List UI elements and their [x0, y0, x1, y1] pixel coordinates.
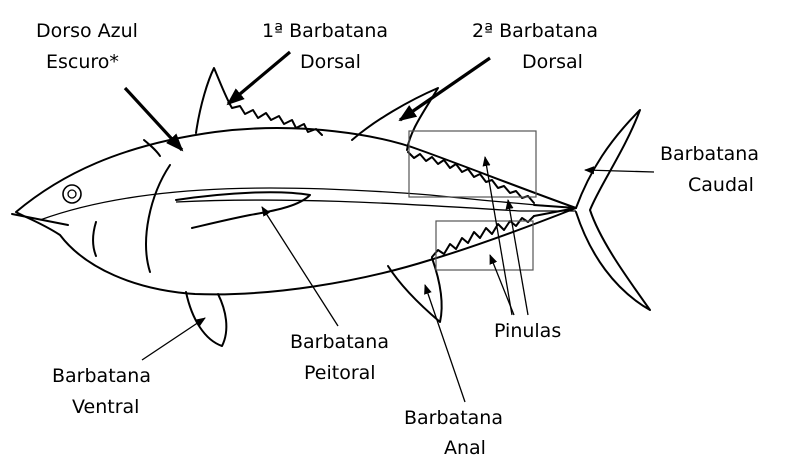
fish-cheek-line	[93, 222, 96, 256]
labels: Dorso Azul Escuro* 1ª Barbatana Dorsal 2…	[36, 20, 759, 459]
arrow-pinulas-top-2	[508, 200, 528, 315]
label-peitoral-line2: Peitoral	[304, 362, 376, 384]
arrow-pinulas-bottom	[490, 255, 514, 315]
arrow-caudal	[585, 170, 654, 172]
arrow-dorsal2	[400, 58, 490, 120]
label-caudal-line1: Barbatana	[660, 143, 759, 165]
fish-second-dorsal-fin	[352, 88, 438, 150]
label-dorsal2-line1: 2ª Barbatana	[472, 20, 598, 42]
fish-bottom-finlets	[432, 216, 534, 257]
arrow-dorso	[125, 88, 182, 150]
label-dorsal2-line2: Dorsal	[522, 51, 583, 73]
label-ventral-line2: Ventral	[72, 396, 139, 418]
arrow-ventral	[142, 318, 205, 360]
fish-caudal-fin	[576, 110, 650, 310]
fish-lateral-line-lower	[176, 200, 576, 211]
label-dorso-line2: Escuro*	[46, 51, 119, 73]
label-anal-line2: Anal	[444, 437, 486, 459]
label-pinulas: Pinulas	[494, 320, 561, 342]
label-dorso-line1: Dorso Azul	[36, 20, 138, 42]
label-anal-line1: Barbatana	[404, 407, 503, 429]
label-ventral-line1: Barbatana	[52, 365, 151, 387]
label-caudal-line2: Caudal	[688, 174, 754, 196]
arrow-anal	[425, 285, 465, 402]
tuna-fish-drawing	[12, 68, 650, 346]
arrow-pinulas-top-1	[485, 157, 512, 315]
label-dorsal1-line1: 1ª Barbatana	[262, 20, 388, 42]
fish-gill-line	[146, 165, 170, 272]
label-dorsal1-line2: Dorsal	[300, 51, 361, 73]
fish-eye-inner	[68, 190, 76, 198]
label-peitoral-line1: Barbatana	[290, 331, 389, 353]
fish-ventral-fin	[186, 292, 226, 346]
annotation-arrows	[125, 52, 654, 402]
fish-pectoral-fin	[176, 192, 310, 228]
arrow-peitoral	[262, 207, 338, 326]
arrow-dorsal1	[228, 52, 290, 104]
fish-anal-fin	[388, 258, 442, 322]
fish-eye-outer	[63, 185, 81, 203]
